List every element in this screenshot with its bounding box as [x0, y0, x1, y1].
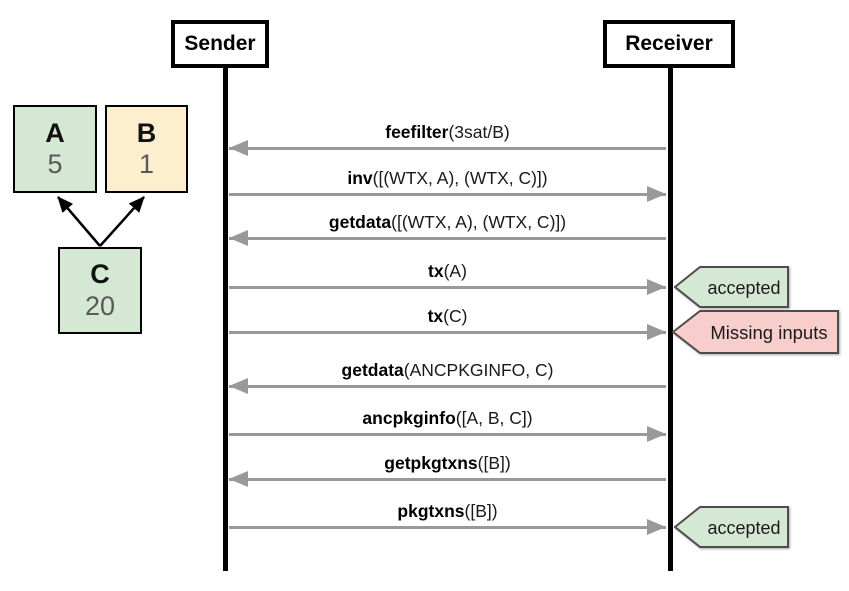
message-args: (3sat/B) — [448, 122, 510, 142]
message-label: feefilter(3sat/B) — [229, 122, 666, 144]
message-method: feefilter — [385, 122, 449, 142]
message-args: (ANCPKGINFO, C) — [403, 360, 554, 380]
message-label: getpkgtxns([B]) — [229, 453, 666, 475]
actor-sender: Sender — [171, 20, 269, 68]
arrow-head-right-icon — [647, 324, 666, 340]
message-arrow-line — [229, 331, 666, 334]
message-arrow-line — [229, 433, 666, 436]
graph-edges — [57, 196, 145, 247]
message-arrow-line — [229, 385, 666, 388]
edge-C-to-B-arrow — [99, 196, 145, 247]
message-method: inv — [347, 168, 373, 188]
message-method: getdata — [328, 212, 392, 232]
node-B-fee: 1 — [138, 149, 155, 179]
message-arrow-line — [229, 237, 666, 240]
actor-receiver-label: Receiver — [625, 32, 713, 55]
arrow-head-left-icon — [229, 230, 248, 246]
message-arrow-line — [229, 286, 666, 289]
arrow-head-right-icon — [647, 186, 666, 202]
node-C-label: C — [90, 259, 110, 290]
message-args: (C) — [443, 306, 468, 326]
arrow-head-right-icon — [647, 519, 666, 535]
graph-node-B: B 1 — [105, 105, 188, 193]
message-label: tx(A) — [229, 261, 666, 283]
message-args: ([A, B, C]) — [455, 408, 533, 428]
message-arrow-line — [229, 478, 666, 481]
message-method: getpkgtxns — [384, 453, 478, 473]
badge-label: Missing inputs — [710, 322, 827, 343]
message-method: ancpkginfo — [362, 408, 456, 428]
arrow-head-right-icon — [647, 279, 666, 295]
message-arrow-line — [229, 526, 666, 529]
message-args: ([(WTX, A), (WTX, C)]) — [372, 168, 548, 188]
message-args: ([B]) — [477, 453, 511, 473]
message-args: ([(WTX, A), (WTX, C)]) — [391, 212, 567, 232]
arrow-head-right-icon — [647, 426, 666, 442]
message-label: ancpkginfo([A, B, C]) — [229, 408, 666, 430]
message-method: tx — [428, 261, 444, 281]
graph-node-A: A 5 — [13, 105, 97, 193]
node-A-fee: 5 — [47, 149, 63, 179]
badge-label: accepted — [707, 518, 780, 538]
receiver-lifeline — [668, 66, 673, 571]
edge-C-to-A-arrow — [57, 196, 101, 247]
badge-accepted-txA: accepted — [674, 266, 789, 308]
message-label: getdata([(WTX, A), (WTX, C)]) — [229, 212, 666, 234]
message-args: ([B]) — [464, 501, 498, 521]
badge-missing-inputs-txC: Missing inputs — [672, 310, 839, 354]
message-arrow-line — [229, 193, 666, 196]
message-method: getdata — [341, 360, 404, 380]
node-B-label: B — [136, 117, 157, 148]
message-args: (A) — [443, 261, 467, 281]
node-A-label: A — [45, 117, 65, 148]
message-label: pkgtxns([B]) — [229, 501, 666, 523]
arrow-head-left-icon — [229, 140, 248, 156]
graph-node-C: C 20 — [58, 247, 142, 334]
message-label: inv([(WTX, A), (WTX, C)]) — [229, 168, 666, 190]
sender-lifeline — [223, 66, 228, 571]
message-label: tx(C) — [229, 306, 666, 328]
message-method: pkgtxns — [397, 501, 465, 521]
node-C-fee: 20 — [84, 290, 116, 321]
message-arrow-line — [229, 147, 666, 150]
badge-label: accepted — [707, 278, 780, 298]
badge-accepted-pkgtxns: accepted — [674, 506, 789, 548]
arrow-head-left-icon — [229, 471, 248, 487]
actor-receiver: Receiver — [603, 20, 735, 68]
message-label: getdata(ANCPKGINFO, C) — [229, 360, 666, 382]
arrow-head-left-icon — [229, 378, 248, 394]
actor-sender-label: Sender — [184, 32, 256, 55]
message-method: tx — [427, 306, 444, 326]
